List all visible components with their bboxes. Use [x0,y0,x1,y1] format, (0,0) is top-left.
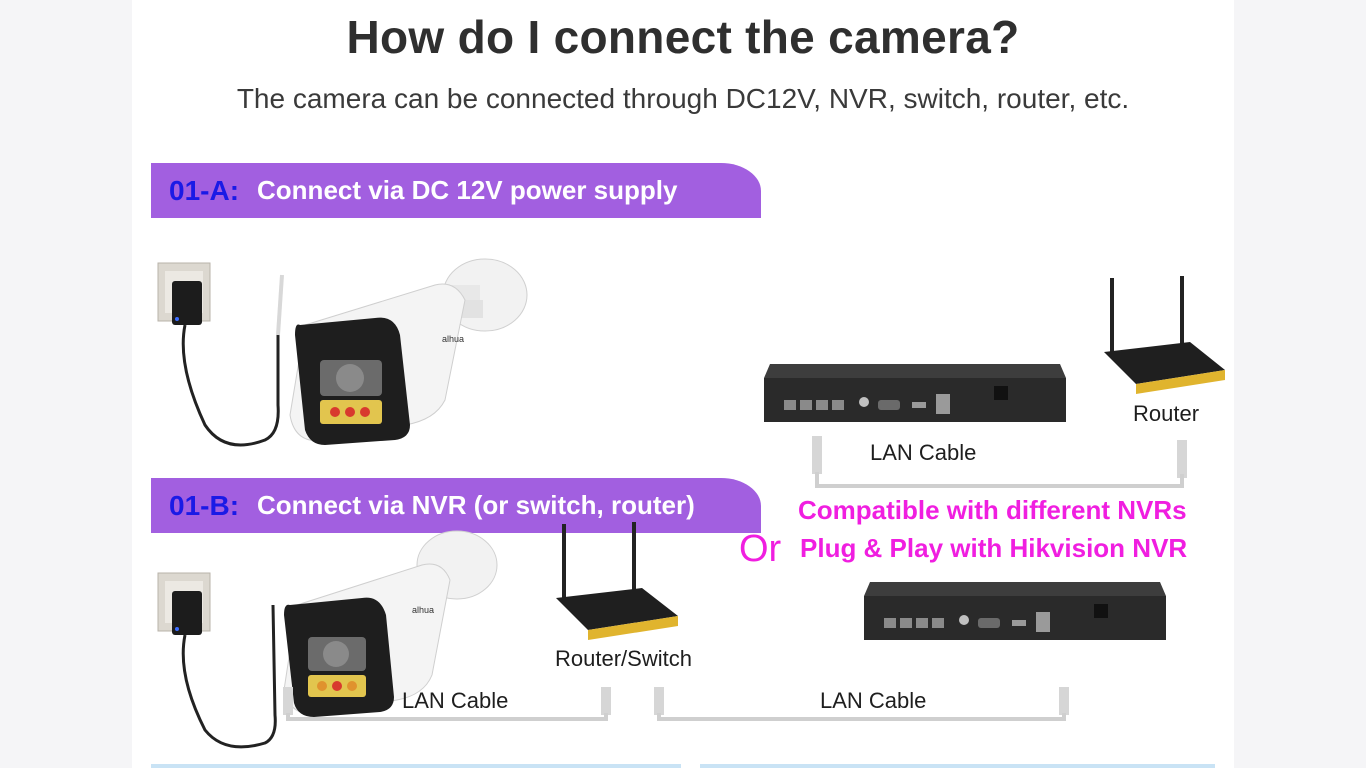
svg-text:alhua: alhua [412,605,434,615]
power-adapter-icon [157,572,277,749]
divider [700,764,1215,768]
compat-or: Or [739,528,782,570]
compat-line-1: Compatible with different NVRs [798,495,1187,525]
router-icon [556,522,678,640]
section-b-code: 01-B: [169,489,240,521]
lan-cable-icon [283,687,611,721]
section-a-code: 01-A: [169,174,240,206]
router-icon [1104,276,1225,394]
power-adapter-icon [157,262,284,447]
router-switch-label: Router/Switch [555,646,692,671]
lan-cable-icon [812,436,1187,488]
lan-cable-top-label: LAN Cable [870,440,977,465]
divider [151,764,681,768]
lan-cable-left-label: LAN Cable [402,688,509,713]
lan-cable-icon [654,687,1069,721]
nvr-recorder-icon [864,582,1166,640]
router-label: Router [1133,401,1200,426]
left-margin [0,0,132,768]
page-subtitle: The camera can be connected through DC12… [236,83,1130,114]
section-a-banner: 01-A: Connect via DC 12V power supply [151,163,761,218]
compat-line-2: Plug & Play with Hikvision NVR [800,533,1188,563]
section-b-title: Connect via NVR (or switch, router) [257,490,695,520]
right-margin [1234,0,1366,768]
bullet-camera-icon: alhua [283,530,498,717]
nvr-recorder-icon [764,364,1066,422]
page-title: How do I connect the camera? [346,11,1020,63]
section-a-title: Connect via DC 12V power supply [257,175,678,205]
section-b-banner: 01-B: Connect via NVR (or switch, router… [151,478,761,533]
lan-cable-right-label: LAN Cable [820,688,927,713]
bullet-camera-icon: alhua [289,258,528,445]
svg-text:alhua: alhua [442,334,464,344]
